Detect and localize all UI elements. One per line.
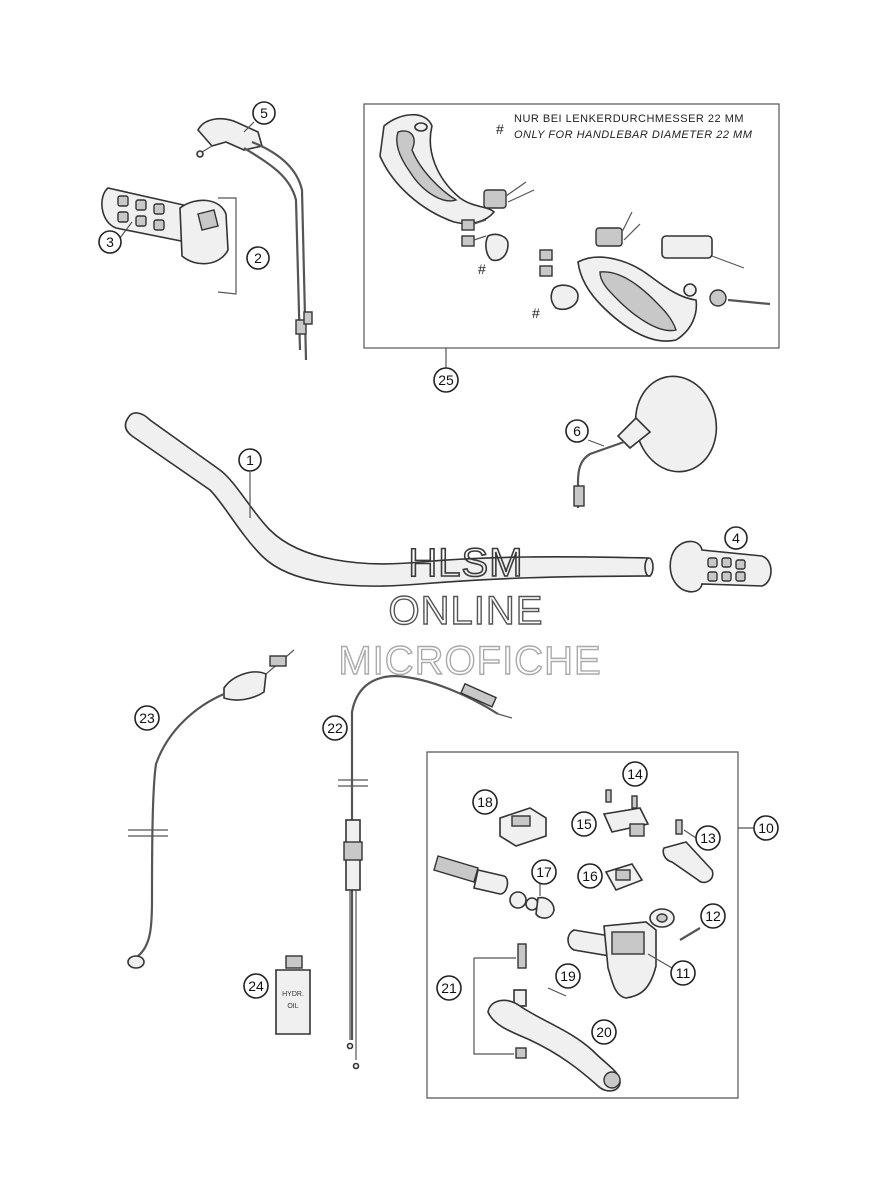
svg-text:6: 6 — [573, 423, 581, 439]
cover-part-18 — [499, 807, 547, 847]
callout-5: 5 — [243, 101, 276, 133]
clutch-lever-part-20 — [487, 999, 621, 1092]
handlebar — [124, 412, 654, 587]
spring-part-19 — [547, 987, 567, 997]
callout-13: 13 — [683, 825, 721, 851]
callout-17: 17 — [531, 859, 557, 896]
hash-note-mark: # — [496, 121, 504, 137]
svg-text:18: 18 — [477, 794, 493, 810]
callout-3: 3 — [98, 221, 133, 254]
diaphragm-part-16 — [604, 863, 644, 891]
handguard-kit-frame — [363, 103, 780, 349]
svg-text:1: 1 — [246, 452, 254, 468]
svg-text:19: 19 — [560, 968, 576, 984]
svg-text:14: 14 — [627, 766, 643, 782]
pivot-bolt-part-21 — [473, 943, 527, 1059]
clutch-cable — [338, 674, 513, 1070]
callout-25: 25 — [433, 348, 459, 393]
hot-start-cable — [127, 649, 295, 969]
svg-text:12: 12 — [705, 908, 721, 924]
callout-18: 18 — [472, 789, 498, 815]
watermark-line-1: HLSM — [408, 541, 523, 585]
svg-text:11: 11 — [676, 965, 691, 981]
hash-mark-left: # — [478, 261, 486, 277]
callout-21: 21 — [436, 975, 462, 1001]
bottle-label-2: OIL — [287, 1003, 298, 1010]
svg-text:15: 15 — [576, 816, 592, 832]
svg-text:3: 3 — [106, 234, 114, 250]
throttle-cable-assembly — [196, 117, 313, 361]
right-handguard — [577, 235, 771, 342]
callout-24: 24 — [243, 973, 269, 999]
piston-spring-part-17 — [433, 855, 555, 919]
hydraulic-oil-bottle: HYDR. OIL — [275, 955, 311, 1035]
left-grip — [669, 540, 772, 593]
bottle-label-1: HYDR. — [282, 991, 304, 998]
svg-text:10: 10 — [758, 820, 774, 836]
callout-16: 16 — [577, 863, 603, 889]
svg-text:21: 21 — [441, 980, 457, 996]
svg-text:17: 17 — [536, 864, 552, 880]
callout-4: 4 — [724, 526, 748, 550]
callout-6: 6 — [565, 419, 605, 447]
callout-23: 23 — [134, 705, 160, 731]
callout-10: 10 — [753, 815, 779, 841]
svg-text:16: 16 — [582, 868, 598, 884]
callout-22: 22 — [322, 715, 348, 741]
watermark-line-3: MICROFICHE — [338, 639, 601, 683]
svg-text:20: 20 — [596, 1024, 612, 1040]
svg-text:22: 22 — [327, 720, 343, 736]
callout-15: 15 — [571, 811, 597, 837]
throttle-grip — [101, 187, 198, 246]
watermark-line-2: ONLINE — [389, 589, 544, 633]
cylinder-body-part-11 — [567, 908, 675, 999]
callout-14: 14 — [622, 761, 648, 787]
right-clamp-bolts — [539, 211, 641, 311]
svg-text:24: 24 — [248, 978, 264, 994]
throttle-housing — [179, 199, 229, 265]
svg-text:2: 2 — [254, 250, 262, 266]
callout-20: 20 — [591, 1019, 617, 1045]
left-clamp-bolts — [461, 181, 535, 262]
hash-mark-right: # — [532, 305, 540, 321]
callout-2: 2 — [246, 246, 270, 270]
svg-text:4: 4 — [732, 530, 740, 546]
callout-1: 1 — [238, 448, 262, 518]
screws-part-14 — [605, 789, 638, 809]
callout-11: 11 — [647, 953, 696, 986]
note-german: NUR BEI LENKERDURCHMESSER 22 MM — [514, 113, 744, 125]
master-cylinder-frame — [426, 751, 754, 1099]
svg-text:13: 13 — [700, 830, 716, 846]
note-english: ONLY FOR HANDLEBAR DIAMETER 22 MM — [514, 129, 753, 141]
callout-12: 12 — [700, 903, 726, 929]
svg-text:23: 23 — [139, 710, 155, 726]
callout-19: 19 — [555, 963, 581, 989]
cap-part-15 — [602, 807, 650, 837]
svg-text:25: 25 — [438, 372, 454, 388]
left-handguard — [379, 114, 496, 225]
mirror — [573, 375, 718, 508]
housing-bracket-line — [217, 197, 237, 295]
adjuster-part-13 — [662, 819, 714, 884]
bolt-part-12 — [679, 927, 701, 941]
svg-text:5: 5 — [260, 105, 268, 121]
